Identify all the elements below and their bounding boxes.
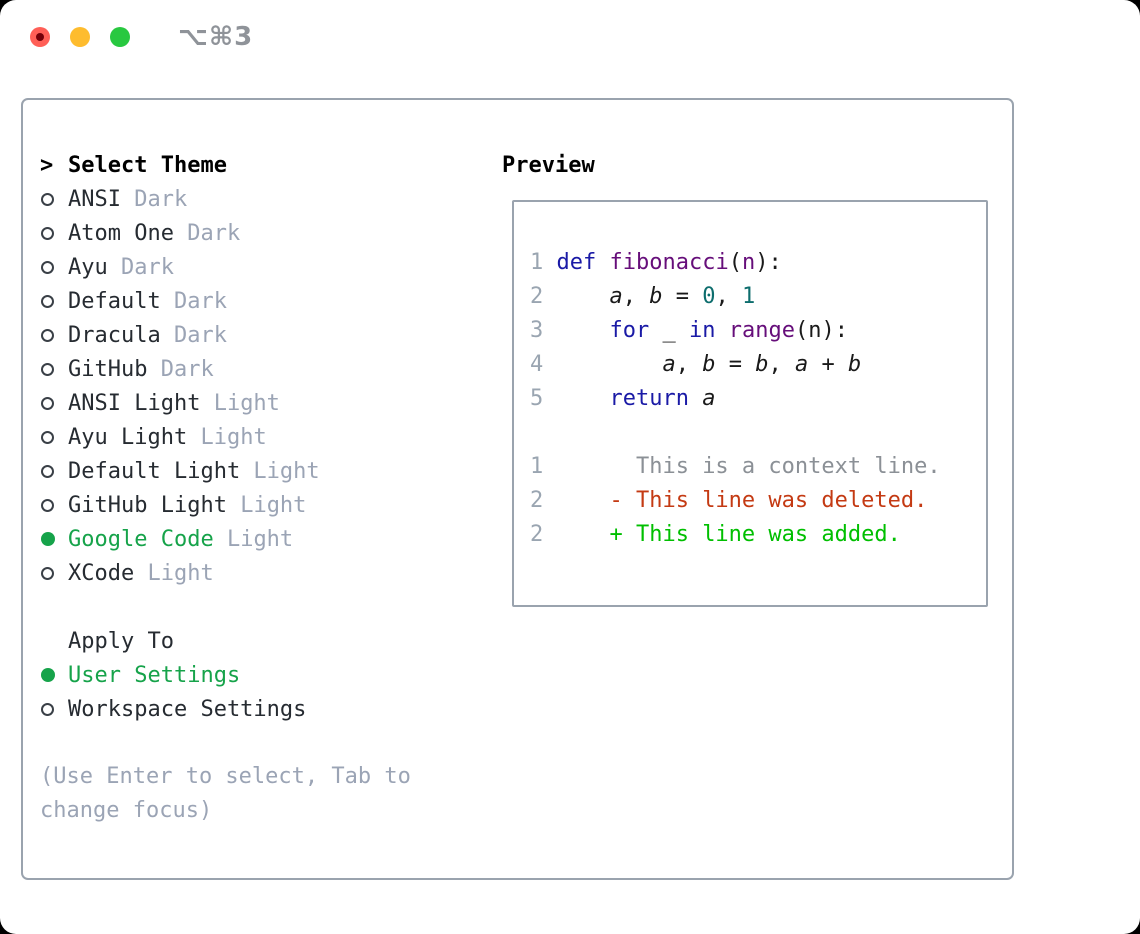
apply-option-user-settings[interactable]: User Settings — [40, 658, 502, 692]
theme-option-github[interactable]: GitHub Dark — [40, 352, 502, 386]
diff-preview: 1 This is a context line.2 - This line w… — [530, 454, 986, 556]
code-line: 1 def fibonacci(n): — [530, 250, 986, 284]
line-number: 4 — [530, 352, 544, 377]
theme-variant: Light — [213, 526, 294, 552]
radio-unselected-icon — [41, 226, 54, 240]
theme-option-ansi-light[interactable]: ANSI Light Light — [40, 386, 502, 420]
theme-name: Default — [68, 288, 161, 314]
apply-option-label: Workspace Settings — [68, 696, 307, 722]
radio-unselected-icon — [41, 294, 54, 308]
radio-unselected-icon — [41, 430, 54, 444]
apply-option-label: User Settings — [68, 662, 241, 688]
theme-variant: Dark — [147, 356, 214, 382]
apply-to-header: Apply To — [40, 624, 502, 658]
theme-option-ansi[interactable]: ANSI Dark — [40, 182, 502, 216]
spacer — [40, 590, 502, 624]
spacer — [530, 420, 986, 454]
theme-variant: Light — [134, 560, 214, 586]
theme-option-xcode[interactable]: XCode Light — [40, 556, 502, 590]
theme-name: Ayu — [68, 254, 108, 280]
theme-variant: Dark — [107, 254, 174, 280]
theme-option-ayu[interactable]: Ayu Dark — [40, 250, 502, 284]
diff-line: 1 This is a context line. — [530, 454, 986, 488]
theme-variant: Light — [187, 424, 267, 450]
theme-name: XCode — [68, 560, 135, 586]
title-bar: ⌥⌘3 — [0, 0, 1140, 74]
theme-name: ANSI Light — [68, 390, 201, 416]
radio-unselected-icon — [41, 396, 54, 410]
close-button[interactable] — [30, 27, 50, 47]
help-text: (Use Enter to select, Tab to change focu… — [40, 764, 411, 823]
line-number: 2 — [530, 522, 544, 547]
window-title: ⌥⌘3 — [178, 22, 254, 52]
theme-option-google-code[interactable]: Google Code Light — [40, 522, 502, 556]
theme-name: GitHub — [68, 356, 148, 382]
code-line: 3 for _ in range(n): — [530, 318, 986, 352]
preview-column: Preview 1 def fibonacci(n):2 a, b = 0, 1… — [502, 148, 1012, 878]
theme-variant: Light — [200, 390, 280, 416]
theme-name: ANSI — [68, 186, 121, 212]
radio-unselected-icon — [41, 702, 54, 716]
theme-name: Atom One — [68, 220, 174, 246]
theme-option-dracula[interactable]: Dracula Dark — [40, 318, 502, 352]
spacer — [40, 726, 502, 760]
theme-name: Google Code — [68, 526, 214, 552]
minimize-button[interactable] — [70, 27, 90, 47]
theme-name: GitHub Light — [68, 492, 227, 518]
select-theme-label: Select Theme — [68, 152, 227, 178]
theme-name: Default Light — [68, 458, 241, 484]
apply-option-workspace-settings[interactable]: Workspace Settings — [40, 692, 502, 726]
theme-option-github-light[interactable]: GitHub Light Light — [40, 488, 502, 522]
zoom-button[interactable] — [110, 27, 130, 47]
theme-variant: Dark — [160, 322, 227, 348]
line-number: 2 — [530, 488, 544, 513]
line-number: 3 — [530, 318, 544, 343]
theme-option-atom-one[interactable]: Atom One Dark — [40, 216, 502, 250]
theme-name: Ayu Light — [68, 424, 188, 450]
diff-line: 2 - This line was deleted. — [530, 488, 986, 522]
select-theme-header: > Select Theme — [40, 148, 502, 182]
radio-unselected-icon — [41, 192, 54, 206]
radio-selected-icon — [41, 532, 55, 546]
code-line: 4 a, b = b, a + b — [530, 352, 986, 386]
pointer-icon: > — [40, 152, 54, 178]
radio-unselected-icon — [41, 566, 54, 580]
radio-selected-icon — [41, 668, 55, 682]
code-line: 5 return a — [530, 386, 986, 420]
line-number: 1 — [530, 250, 544, 275]
code-line: 2 a, b = 0, 1 — [530, 284, 986, 318]
radio-unselected-icon — [41, 328, 54, 342]
theme-variant: Light — [226, 492, 307, 518]
theme-name: Dracula — [68, 322, 161, 348]
preview-label: Preview — [502, 152, 595, 178]
theme-variant: Dark — [173, 220, 241, 246]
radio-unselected-icon — [41, 362, 54, 376]
line-number: 2 — [530, 284, 544, 309]
theme-variant: Light — [240, 458, 320, 484]
apply-to-label: Apply To — [68, 628, 174, 654]
radio-unselected-icon — [41, 464, 54, 478]
diff-line: 2 + This line was added. — [530, 522, 986, 556]
line-number: 1 — [530, 454, 544, 479]
theme-option-ayu-light[interactable]: Ayu Light Light — [40, 420, 502, 454]
theme-variant: Dark — [160, 288, 227, 314]
line-number: 5 — [530, 386, 544, 411]
theme-option-default-light[interactable]: Default Light Light — [40, 454, 502, 488]
theme-variant: Dark — [120, 186, 188, 212]
radio-unselected-icon — [41, 498, 54, 512]
radio-unselected-icon — [41, 260, 54, 274]
theme-option-default[interactable]: Default Dark — [40, 284, 502, 318]
